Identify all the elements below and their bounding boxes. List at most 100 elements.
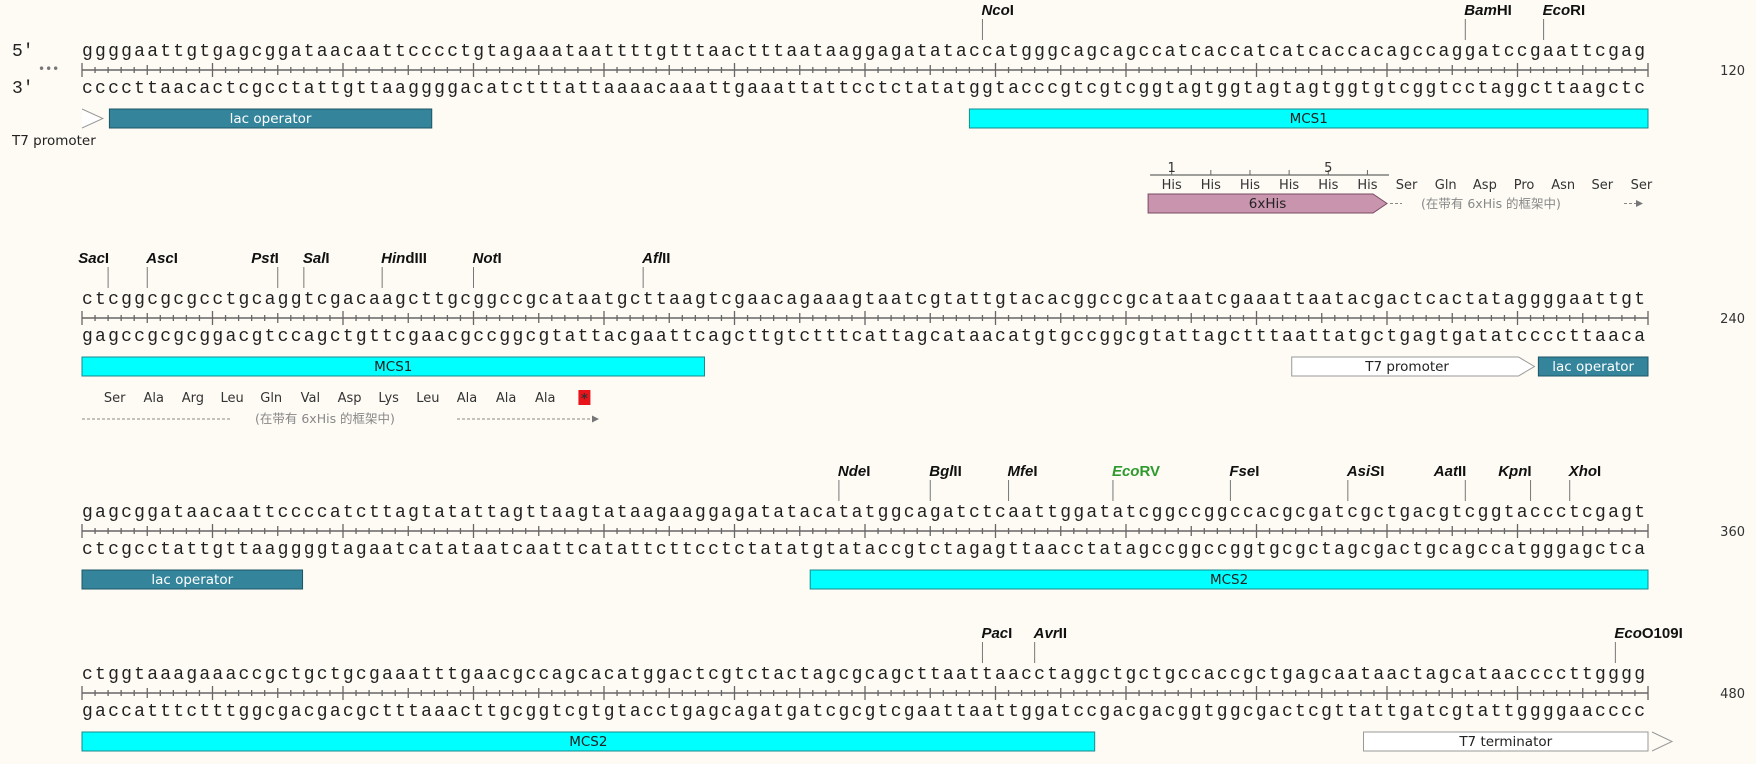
restriction-site-saci[interactable]: SacI: [78, 250, 109, 288]
feature-mcs1[interactable]: MCS1: [968, 108, 1649, 129]
position-number: 480: [1720, 687, 1745, 702]
feature-lac-operator[interactable]: lac operator: [1537, 356, 1649, 377]
restriction-site-mfei[interactable]: MfeI: [1008, 463, 1038, 501]
enzyme-label[interactable]: AscI: [145, 250, 178, 267]
top-strand-sequence[interactable]: ctggtaaagaaaccgctgctgcgaaatttgaacgccagca…: [82, 665, 1645, 685]
enzyme-label[interactable]: NdeI: [838, 463, 871, 480]
feature-mcs2[interactable]: MCS2: [81, 731, 1096, 752]
enzyme-name-italic: Bgl: [929, 463, 954, 480]
enzyme-label[interactable]: XhoI: [1568, 463, 1602, 480]
restriction-site-paci[interactable]: PacI: [981, 625, 1012, 663]
enzyme-label[interactable]: AsiSI: [1346, 463, 1385, 480]
restriction-site-asci[interactable]: AscI: [145, 250, 178, 288]
feature-bar[interactable]: [81, 731, 1096, 752]
enzyme-label[interactable]: FseI: [1229, 463, 1259, 480]
feature-bar[interactable]: [1363, 731, 1649, 752]
enzyme-name-italic: Pst: [251, 250, 275, 267]
enzyme-label[interactable]: AatII: [1433, 463, 1467, 480]
enzyme-name-suffix: I: [1380, 463, 1384, 480]
feature-bar[interactable]: [809, 569, 1649, 590]
restriction-site-bamhi[interactable]: BamHI: [1464, 2, 1512, 40]
enzyme-name-suffix: I: [1010, 2, 1014, 19]
enzyme-label[interactable]: MfeI: [1008, 463, 1038, 480]
feature-bar[interactable]: [81, 569, 304, 590]
bottom-strand-sequence[interactable]: ctcgcctattgttaaggggtagaatcatataatcaattca…: [82, 540, 1645, 560]
enzyme-name-suffix: I: [105, 250, 109, 267]
feature-label-t7-promoter[interactable]: T7 promoter: [11, 133, 96, 149]
enzyme-label[interactable]: AvrII: [1033, 625, 1067, 642]
enzyme-label[interactable]: SalI: [303, 250, 330, 267]
bottom-strand-sequence[interactable]: gaccatttctttggcgacgacgctttaaacttgcggtcgt…: [82, 702, 1645, 722]
sequence-row: ctcggcgcgcctgcaggtcgacaagcttgcggccgcataa…: [78, 250, 1745, 377]
restriction-site-ecori[interactable]: EcoRI: [1543, 2, 1586, 40]
enzyme-label[interactable]: EcoO109I: [1614, 625, 1682, 642]
enzyme-name-italic: Eco: [1614, 625, 1642, 642]
restriction-site-noti[interactable]: NotI: [473, 250, 502, 288]
enzyme-name-italic: Avr: [1033, 625, 1060, 642]
enzyme-name-suffix: O109I: [1642, 625, 1683, 642]
five-prime-label: 5′: [12, 42, 34, 62]
enzyme-label[interactable]: BamHI: [1464, 2, 1512, 19]
top-strand-sequence[interactable]: ggggaattgtgagcggataacaattcccctgtagaaataa…: [82, 42, 1645, 62]
enzyme-label[interactable]: KpnI: [1498, 463, 1531, 480]
restriction-site-bglii[interactable]: BglII: [929, 463, 962, 501]
restriction-site-fsei[interactable]: FseI: [1229, 463, 1259, 501]
restriction-site-ncoi[interactable]: NcoI: [981, 2, 1014, 40]
feature-bar[interactable]: [1537, 356, 1649, 377]
feature-t7-terminator[interactable]: T7 terminator: [1363, 731, 1674, 752]
amino-acid: Lys: [378, 391, 399, 406]
enzyme-name-suffix: I: [866, 463, 870, 480]
enzyme-label[interactable]: PacI: [981, 625, 1012, 642]
three-prime-label: 3′: [12, 79, 34, 99]
feature-mcs1[interactable]: MCS1: [81, 356, 705, 377]
restriction-site-aflii[interactable]: AflII: [641, 250, 670, 288]
restriction-site-sali[interactable]: SalI: [303, 250, 330, 288]
restriction-site-ecorv[interactable]: EcoRV: [1112, 463, 1160, 501]
bottom-strand-sequence[interactable]: ccccttaacactcgcctattgttaaggggacatctttatt…: [82, 79, 1645, 99]
enzyme-name-italic: Aat: [1433, 463, 1459, 480]
top-strand-sequence[interactable]: gagcggataacaattccccatcttagtatattagttaagt…: [82, 503, 1645, 523]
enzyme-name-italic: AsiS: [1346, 463, 1380, 480]
enzyme-label[interactable]: EcoRV: [1112, 463, 1160, 480]
enzyme-label[interactable]: HindIII: [381, 250, 427, 267]
enzyme-name-italic: Pac: [981, 625, 1008, 642]
feature-lac-operator[interactable]: lac operator: [81, 569, 304, 590]
bottom-strand-sequence[interactable]: gagccgcgcggacgtccagctgttcgaacgccggcgtatt…: [82, 327, 1645, 347]
enzyme-label[interactable]: NcoI: [981, 2, 1014, 19]
feature-arrow[interactable]: [1291, 356, 1536, 377]
feature-bar[interactable]: [81, 356, 705, 377]
enzyme-label[interactable]: NotI: [473, 250, 502, 267]
feature-label: MCS1: [1290, 111, 1328, 127]
top-strand-sequence[interactable]: ctcggcgcgcctgcaggtcgacaagcttgcggccgcataa…: [82, 290, 1645, 310]
restriction-site-avrii[interactable]: AvrII: [1033, 625, 1067, 663]
restriction-site-ecoo109i[interactable]: EcoO109I: [1614, 625, 1683, 663]
enzyme-name-italic: Sac: [78, 250, 105, 267]
restriction-site-psti[interactable]: PstI: [251, 250, 279, 288]
enzyme-label[interactable]: BglII: [929, 463, 962, 480]
enzyme-label[interactable]: PstI: [251, 250, 279, 267]
restriction-site-aatii[interactable]: AatII: [1433, 463, 1467, 501]
restriction-site-asisi[interactable]: AsiSI: [1346, 463, 1385, 501]
feature-bar[interactable]: [968, 108, 1649, 129]
restriction-site-kpni[interactable]: KpnI: [1498, 463, 1532, 501]
feature-lac-operator[interactable]: lac operator: [108, 108, 433, 129]
feature-arrow-tip[interactable]: [81, 108, 105, 129]
feature-mcs2[interactable]: MCS2: [809, 569, 1649, 590]
feature-label: lac operator: [151, 572, 233, 588]
enzyme-label[interactable]: EcoRI: [1543, 2, 1586, 19]
restriction-site-xhoi[interactable]: XhoI: [1568, 463, 1602, 501]
feature-bar[interactable]: [108, 108, 433, 129]
restriction-site-hindiii[interactable]: HindIII: [381, 250, 427, 288]
sequence-row: ggggaattgtgagcggataacaattcccctgtagaaataa…: [11, 2, 1745, 149]
enzyme-label[interactable]: SacI: [78, 250, 109, 267]
his-tag-feature[interactable]: [1147, 193, 1388, 214]
amino-acid: Asp: [1473, 178, 1497, 193]
feature-promoter[interactable]: [81, 108, 105, 129]
restriction-site-ndei[interactable]: NdeI: [838, 463, 871, 501]
feature-t7-promoter[interactable]: T7 promoter: [1291, 356, 1536, 377]
more-sequence-ellipsis[interactable]: •••: [38, 62, 59, 76]
enzyme-label[interactable]: AflII: [641, 250, 670, 267]
